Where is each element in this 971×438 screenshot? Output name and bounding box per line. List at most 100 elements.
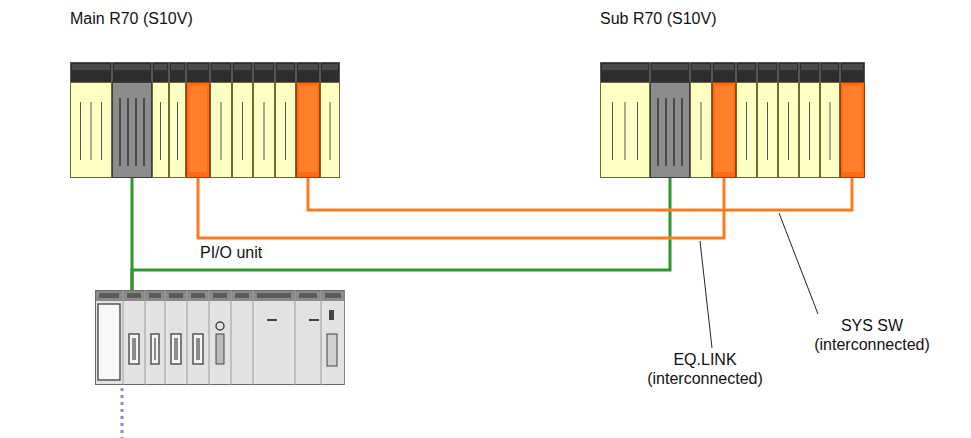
pio-slot-top bbox=[299, 293, 317, 298]
pio-slot bbox=[123, 290, 124, 385]
rack-body bbox=[71, 63, 340, 178]
module-face bbox=[715, 86, 733, 172]
bus-cable bbox=[132, 178, 670, 290]
module-top-shade bbox=[602, 64, 648, 70]
pio-slot bbox=[187, 290, 188, 385]
module-line bbox=[160, 102, 161, 160]
pio-slot bbox=[253, 290, 254, 385]
leader-line bbox=[779, 213, 818, 314]
module-line bbox=[80, 102, 81, 160]
pio-slot-top bbox=[99, 293, 119, 298]
module bbox=[800, 83, 820, 178]
module-top bbox=[233, 63, 253, 83]
pio-top bbox=[96, 291, 344, 301]
module-top-shade bbox=[322, 64, 338, 70]
module bbox=[321, 83, 340, 178]
module bbox=[153, 83, 169, 178]
pio-slot bbox=[165, 290, 166, 385]
module-top-shade bbox=[212, 64, 230, 70]
module bbox=[779, 83, 799, 178]
pio-slot bbox=[345, 290, 346, 385]
module-line bbox=[767, 102, 768, 160]
module bbox=[737, 83, 757, 178]
module-top-shade bbox=[714, 64, 734, 70]
pio-mark bbox=[309, 319, 319, 321]
module bbox=[297, 83, 320, 178]
module bbox=[713, 83, 736, 178]
module-top bbox=[758, 63, 778, 83]
module-line bbox=[625, 102, 626, 160]
module bbox=[170, 83, 186, 178]
module-line bbox=[101, 102, 102, 160]
module bbox=[691, 83, 712, 178]
module-face bbox=[189, 86, 207, 172]
module-top bbox=[713, 63, 736, 83]
module-line bbox=[143, 98, 145, 166]
module-line bbox=[119, 98, 121, 166]
module bbox=[187, 83, 210, 178]
module-line bbox=[221, 102, 222, 160]
module bbox=[211, 83, 232, 178]
module-line bbox=[612, 102, 613, 160]
unit-label: Sub R70 (S10V) bbox=[598, 10, 719, 28]
module-top bbox=[737, 63, 757, 83]
pio-slot-top bbox=[149, 293, 161, 298]
plc-rack: Sub R70 (S10V) bbox=[600, 62, 865, 178]
module-top-shade bbox=[652, 64, 688, 70]
module-top-shade bbox=[72, 64, 110, 70]
module-top bbox=[276, 63, 296, 83]
unit-label: PI/O unit bbox=[198, 244, 264, 262]
module-top bbox=[254, 63, 275, 83]
module-line bbox=[809, 102, 810, 160]
pio-slot-top bbox=[257, 293, 291, 298]
module-top-shade bbox=[171, 64, 184, 70]
pio-connector bbox=[216, 322, 224, 330]
pio-slot-top bbox=[213, 293, 227, 298]
module-top-shade bbox=[759, 64, 776, 70]
module-top-shade bbox=[822, 64, 838, 70]
module-top bbox=[691, 63, 712, 83]
module-top bbox=[170, 63, 186, 83]
module-top bbox=[153, 63, 169, 83]
pio-port bbox=[329, 310, 334, 320]
module-line bbox=[242, 102, 243, 160]
callout-label: EQ.LINK (interconnected) bbox=[640, 350, 770, 388]
module-line bbox=[637, 102, 638, 160]
module-line bbox=[135, 98, 137, 166]
pio-terminal bbox=[151, 334, 159, 364]
module-line bbox=[830, 102, 831, 160]
module-line bbox=[177, 102, 178, 160]
module-top bbox=[779, 63, 799, 83]
pio-body bbox=[96, 291, 345, 385]
module-top bbox=[601, 63, 650, 83]
pio-slot-top bbox=[169, 293, 183, 298]
pio-terminal-face bbox=[196, 338, 200, 360]
module bbox=[651, 83, 690, 178]
rack-illustration bbox=[600, 62, 865, 178]
module-face bbox=[299, 86, 317, 172]
module bbox=[71, 83, 112, 178]
pio-port bbox=[327, 334, 337, 366]
link-cable bbox=[308, 178, 852, 210]
module bbox=[841, 83, 865, 178]
module bbox=[758, 83, 778, 178]
module-line bbox=[788, 102, 789, 160]
module-top-shade bbox=[154, 64, 167, 70]
module-top bbox=[841, 63, 865, 83]
plc-rack: Main R70 (S10V) bbox=[70, 62, 340, 178]
module-top-shade bbox=[692, 64, 710, 70]
module-line bbox=[681, 98, 683, 166]
module-line bbox=[91, 102, 92, 160]
pio-terminal bbox=[171, 334, 181, 364]
module bbox=[276, 83, 296, 178]
module-top bbox=[800, 63, 820, 83]
pio-slot bbox=[209, 290, 210, 385]
module-line bbox=[330, 102, 331, 160]
module-line bbox=[746, 102, 747, 160]
module-top bbox=[651, 63, 690, 83]
module-top-shade bbox=[801, 64, 818, 70]
pio-slot-top bbox=[127, 293, 141, 298]
module-top bbox=[211, 63, 232, 83]
pio-slot-top bbox=[235, 293, 249, 298]
rack-body bbox=[601, 63, 865, 178]
